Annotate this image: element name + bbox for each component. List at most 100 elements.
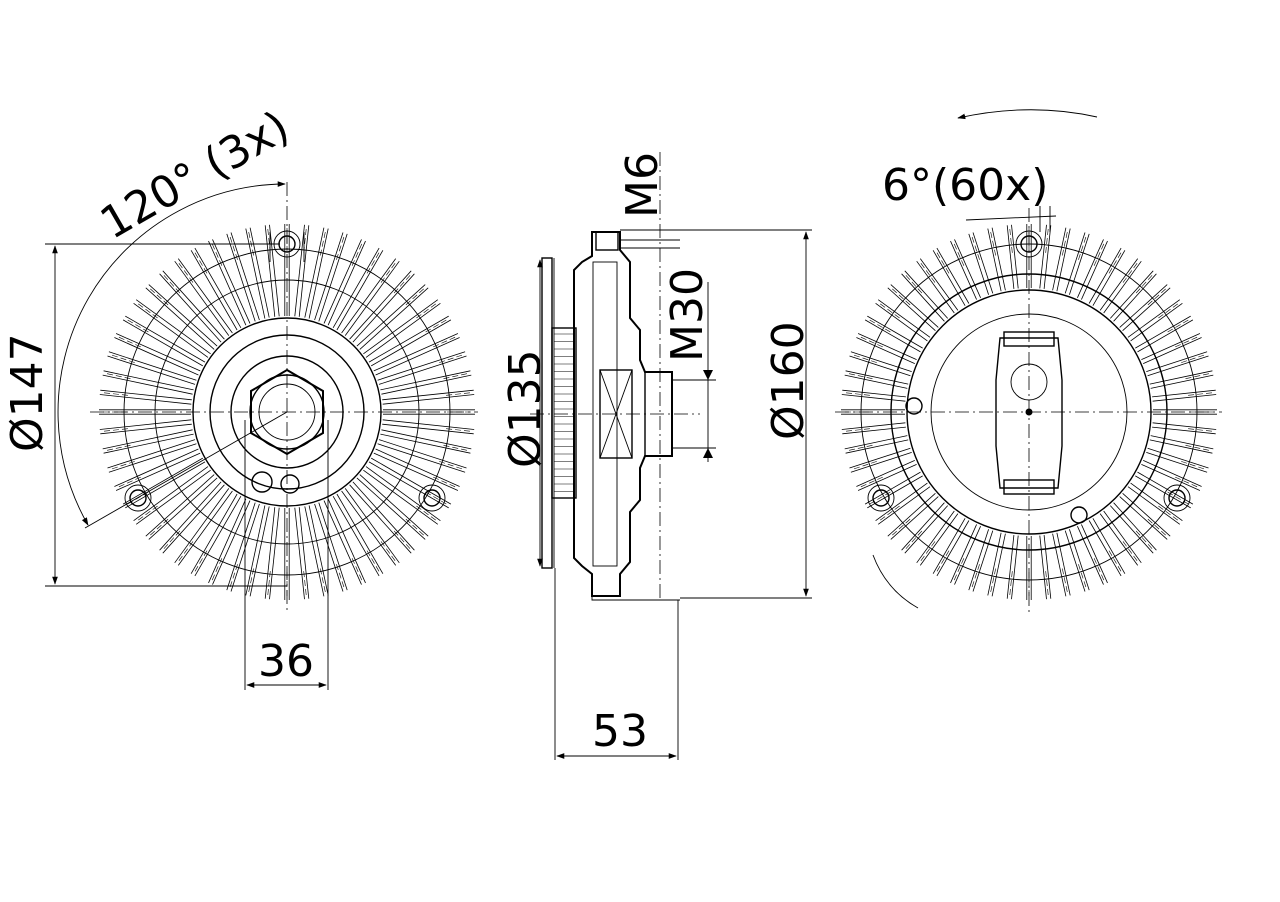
front-fin-11	[327, 498, 366, 584]
rear-fin-16	[1011, 535, 1019, 600]
front-lug-right	[418, 484, 446, 512]
front-fin-tip-41	[211, 243, 223, 266]
rear-fin-tip-27	[853, 461, 877, 470]
front-fin-1	[382, 423, 474, 435]
front-fin-17	[245, 505, 266, 596]
front-fin-50	[332, 247, 380, 328]
front-fin-27	[107, 439, 196, 469]
rear-bridge-plate	[995, 337, 1063, 489]
rear-fin-55	[1137, 319, 1194, 353]
rear-fin-tip-7	[1147, 518, 1166, 536]
rear-fin-19	[954, 526, 981, 585]
rear-fin-5	[1135, 475, 1191, 509]
front-fin-4	[373, 452, 459, 491]
rear-fin-39	[919, 258, 959, 311]
rear-fin-11	[1077, 526, 1104, 585]
rear-fin-tip-52	[1135, 275, 1153, 294]
front-fin-57	[377, 351, 466, 381]
front-fin-52	[349, 270, 412, 340]
rear-fin-23	[887, 493, 936, 537]
rear-fin-26	[857, 464, 917, 491]
front-fin-tip-10	[366, 550, 380, 572]
front-fin-59	[382, 389, 474, 401]
rear-view: 6°(60x)	[835, 109, 1222, 612]
front-fin-52	[352, 273, 415, 343]
front-fin-tip-24	[137, 505, 158, 521]
rear-fin-51	[1103, 260, 1142, 314]
front-fin-28	[103, 433, 194, 454]
front-fin-tip-17	[248, 568, 254, 593]
front-fin-tip-3	[439, 461, 463, 470]
front-fin-51	[341, 258, 397, 334]
front-fin-5	[371, 457, 452, 505]
front-fin-tip-6	[416, 505, 437, 521]
rear-fin-tip-21	[920, 541, 936, 562]
rear-fin-26	[856, 460, 915, 487]
front-fin-14	[298, 507, 310, 599]
front-fin-56	[373, 333, 459, 372]
rear-fin-34	[857, 333, 917, 360]
rear-fin-46	[1039, 224, 1047, 289]
front-fin-33	[107, 355, 196, 385]
front-fin-55	[371, 319, 452, 367]
front-fin-24	[135, 469, 211, 525]
front-fin-7	[356, 477, 426, 540]
front-fin-29	[100, 423, 192, 435]
rear-fin-58	[1149, 370, 1213, 385]
front-fin-tip-55	[425, 319, 447, 333]
front-fin-38	[159, 273, 222, 343]
front-fin-10	[336, 493, 384, 574]
front-fin-9	[341, 490, 397, 566]
front-fin-tip-50	[366, 252, 380, 274]
front-fin-tip-52	[393, 275, 411, 294]
front-fin-tip-22	[163, 530, 181, 549]
rear-fin-9	[1099, 513, 1139, 566]
front-fin-12	[318, 502, 348, 591]
front-fin-9	[344, 488, 400, 564]
front-angle-label: 120° (3x)	[92, 101, 298, 249]
rear-fin-20	[932, 518, 966, 574]
front-fin-57	[378, 355, 467, 385]
front-fin-39	[174, 260, 230, 336]
rear-fin-56	[1141, 333, 1201, 360]
rear-fin-32	[845, 370, 909, 385]
rear-fin-14	[1043, 535, 1052, 599]
front-fin-tip-9	[380, 541, 396, 562]
rear-fin-14	[1039, 535, 1047, 600]
front-fin-49	[323, 239, 362, 324]
rear-fin-24	[877, 486, 931, 525]
front-fin-4	[375, 448, 460, 487]
rear-fin-40	[932, 250, 966, 306]
front-fin-tip-5	[425, 491, 447, 505]
rear-fin-20	[936, 520, 970, 577]
front-fin-46	[294, 224, 305, 317]
rear-fin-51	[1099, 258, 1139, 311]
front-fin-49	[327, 240, 366, 326]
front-fin-tip-37	[150, 288, 169, 306]
rear-fin-tip-26	[860, 476, 883, 488]
front-vent-hole-2	[280, 474, 300, 494]
rear-fin-18	[968, 529, 989, 591]
rear-fin-43	[991, 227, 1006, 291]
front-fin-tip-54	[416, 303, 437, 319]
front-fin-6	[365, 466, 441, 522]
rear-fin-tip-58	[1185, 373, 1210, 379]
front-fin-1	[382, 419, 475, 430]
front-fin-47	[304, 227, 325, 318]
rear-fin-tip-32	[848, 373, 873, 379]
rear-fin-tip-54	[1158, 303, 1179, 319]
rear-fin-tip-20	[936, 550, 950, 572]
rear-fin-49	[1081, 240, 1108, 300]
rear-fin-31	[841, 394, 906, 402]
rear-fin-59	[1152, 394, 1217, 402]
front-fin-31	[99, 394, 192, 405]
rear-fin-59	[1152, 389, 1216, 398]
rear-fin-57	[1146, 351, 1208, 372]
rear-fin-19	[950, 524, 977, 584]
rear-fin-53	[1119, 284, 1168, 328]
front-fin-53	[356, 284, 426, 347]
rear-fin-17	[991, 533, 1006, 597]
rear-fin-tip-18	[971, 564, 980, 588]
front-fin-8	[349, 484, 412, 554]
